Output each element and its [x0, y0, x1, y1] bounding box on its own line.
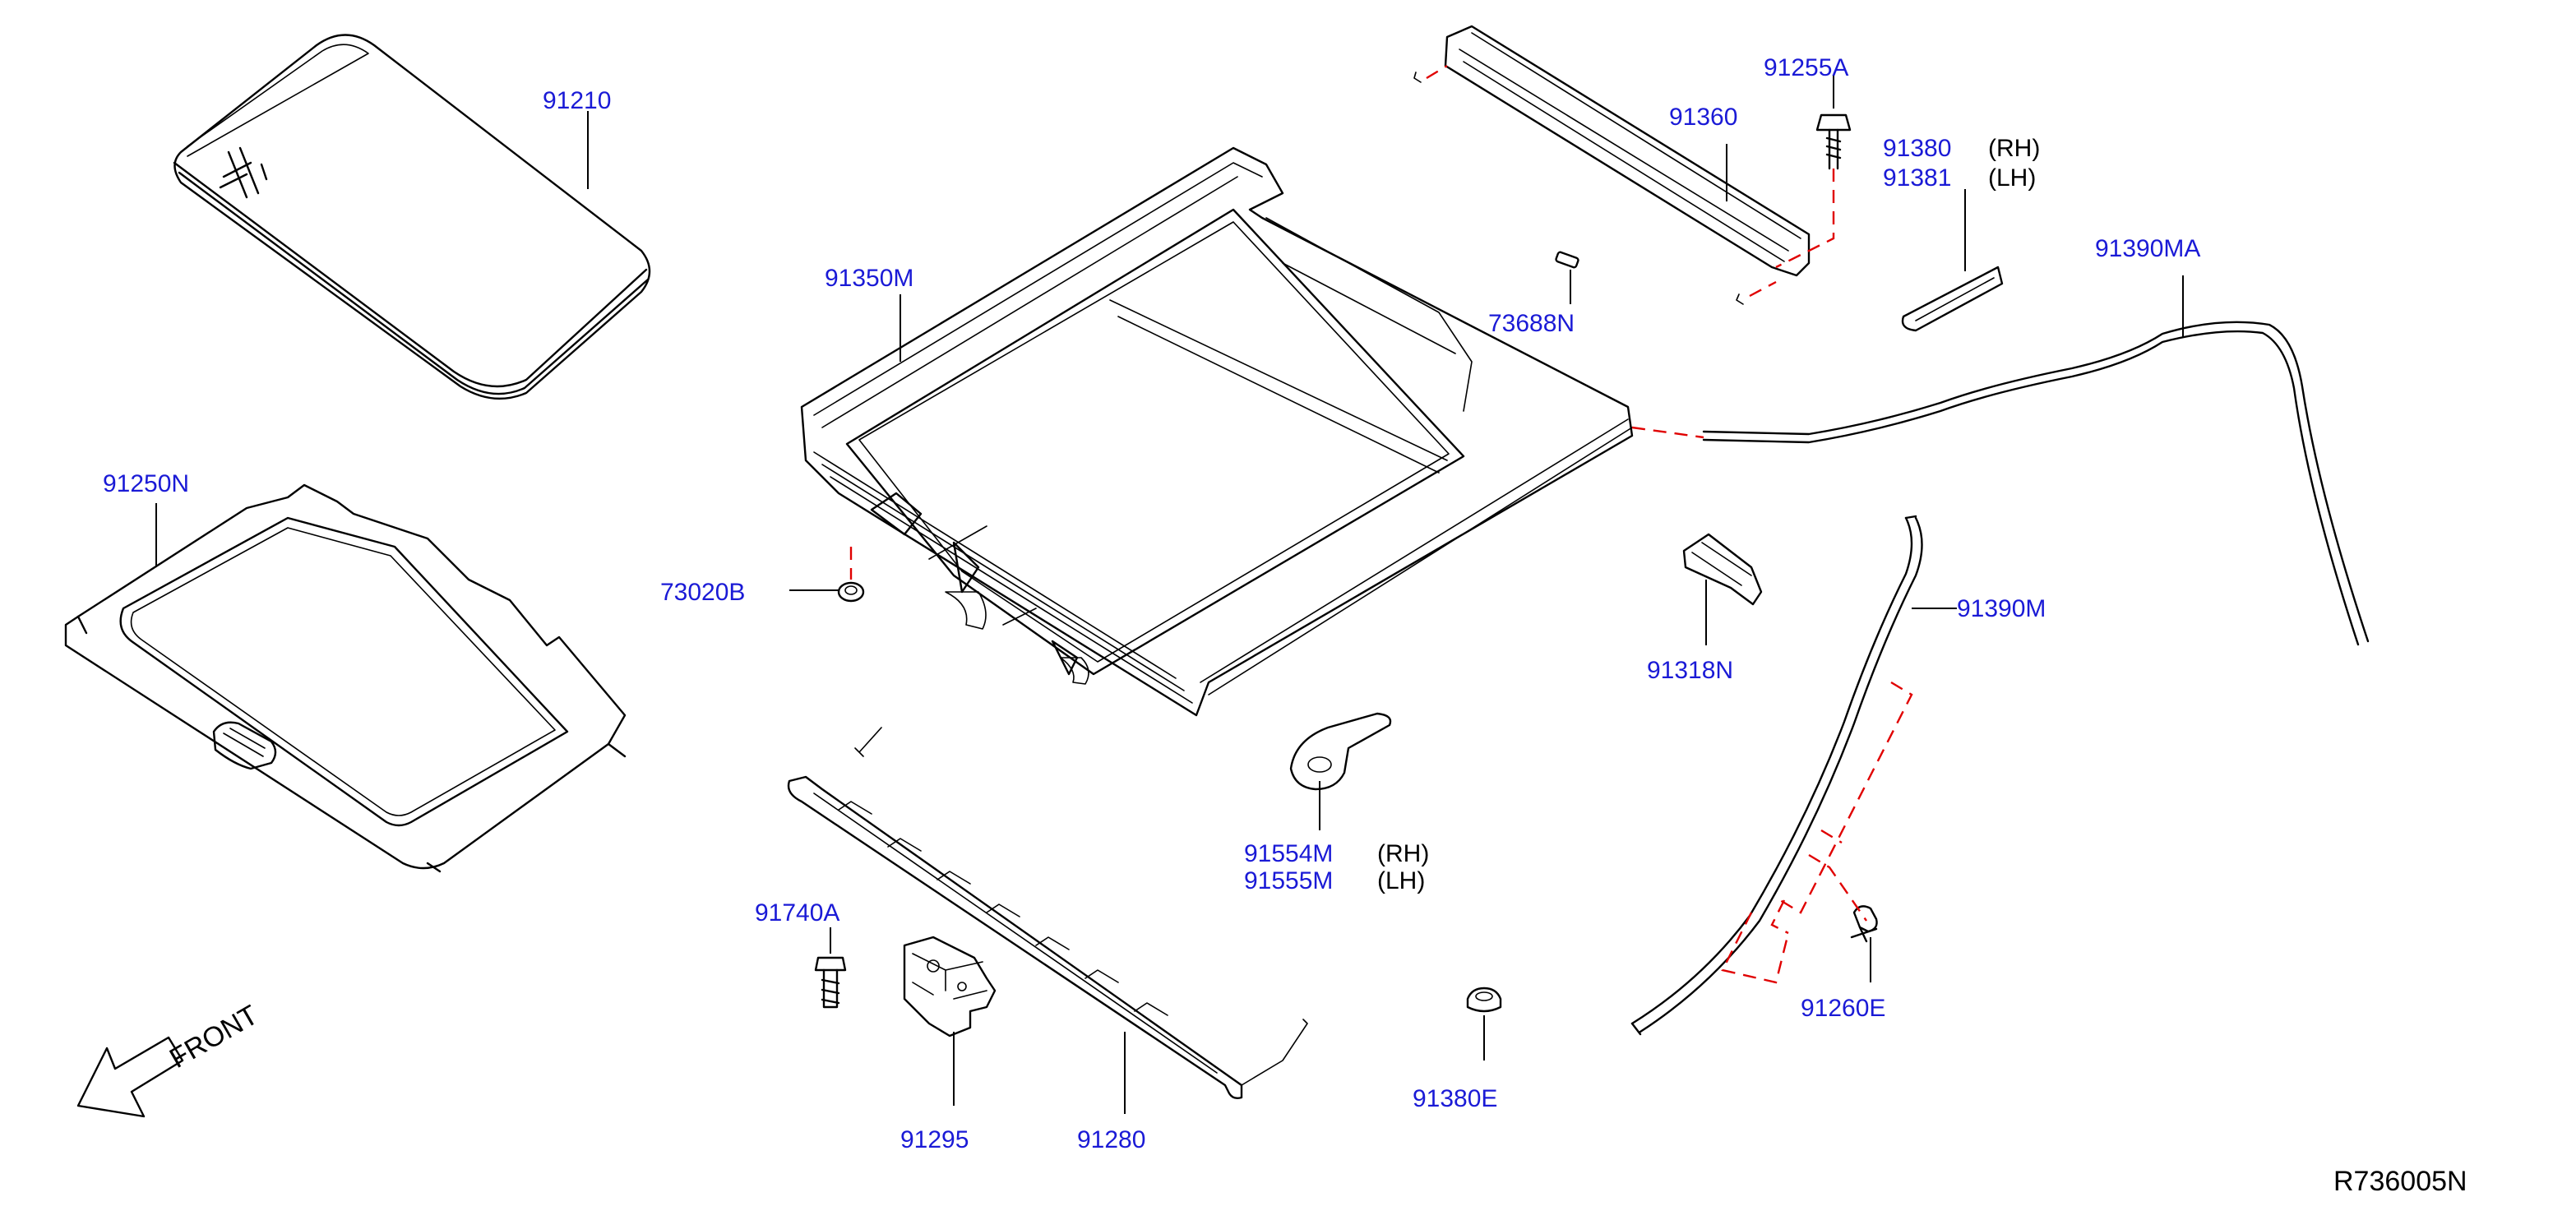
grommet-73020b-drawing: [837, 581, 865, 603]
drain-hose-91390m-drawing: [1630, 515, 1923, 1036]
main-frame-drawing: [800, 146, 1634, 717]
reference-code: R736005N: [2333, 1166, 2467, 1197]
glass-panel-drawing: [173, 34, 651, 400]
label-91390ma[interactable]: 91390MA: [2095, 235, 2200, 262]
label-73020b[interactable]: 73020B: [660, 579, 745, 606]
front-rail-drawing: [1413, 25, 1811, 305]
side-label-rh-91554m: (RH): [1377, 840, 1429, 867]
label-91360[interactable]: 91360: [1669, 104, 1737, 131]
bracket-91554m-drawing: [1289, 712, 1392, 791]
label-91250n[interactable]: 91250N: [103, 470, 189, 497]
grommet-91380e-drawing: [1466, 987, 1502, 1013]
strip-91380-drawing: [1901, 266, 2004, 332]
label-91280[interactable]: 91280: [1077, 1126, 1145, 1153]
clip-73688n-drawing: [1555, 251, 1579, 269]
label-91260e[interactable]: 91260E: [1801, 995, 1885, 1022]
side-label-rh-91380: (RH): [1988, 135, 2040, 162]
label-91380e[interactable]: 91380E: [1413, 1085, 1497, 1112]
bolt-91255a-drawing: [1815, 113, 1852, 170]
leader-lines: [155, 76, 2184, 1114]
label-91318n[interactable]: 91318N: [1647, 657, 1733, 684]
clip-91260e-drawing: [1850, 905, 1878, 943]
bolt-91740a-drawing: [814, 956, 847, 1009]
label-91380[interactable]: 91380: [1883, 135, 1951, 162]
label-91555m[interactable]: 91555M: [1244, 867, 1333, 894]
label-91390m[interactable]: 91390M: [1957, 595, 2046, 622]
label-91350m[interactable]: 91350M: [825, 265, 913, 292]
label-91381[interactable]: 91381: [1883, 164, 1951, 192]
front-label: FRONT: [164, 999, 263, 1074]
side-label-lh-91555m: (LH): [1377, 867, 1425, 894]
front-arrow-icon: [76, 1036, 184, 1118]
drain-hose-91390ma-drawing: [1702, 321, 2370, 646]
label-73688n[interactable]: 73688N: [1488, 310, 1575, 337]
rear-rail-91280-drawing: [787, 727, 1308, 1100]
label-91295[interactable]: 91295: [900, 1126, 969, 1153]
label-91554m[interactable]: 91554M: [1244, 840, 1333, 867]
label-91210[interactable]: 91210: [543, 87, 611, 114]
label-91740a[interactable]: 91740A: [755, 899, 839, 927]
side-label-lh-91381: (LH): [1988, 164, 2036, 192]
label-91255a[interactable]: 91255A: [1764, 54, 1848, 81]
bracket-91318n-drawing: [1682, 533, 1763, 606]
connector-dash-lines: [849, 64, 1913, 984]
motor-91295-drawing: [903, 936, 997, 1037]
sunshade-frame-drawing: [64, 483, 627, 873]
part-labels: 91210 91250N 91350M 73020B 91360 91255A …: [103, 54, 2467, 1197]
